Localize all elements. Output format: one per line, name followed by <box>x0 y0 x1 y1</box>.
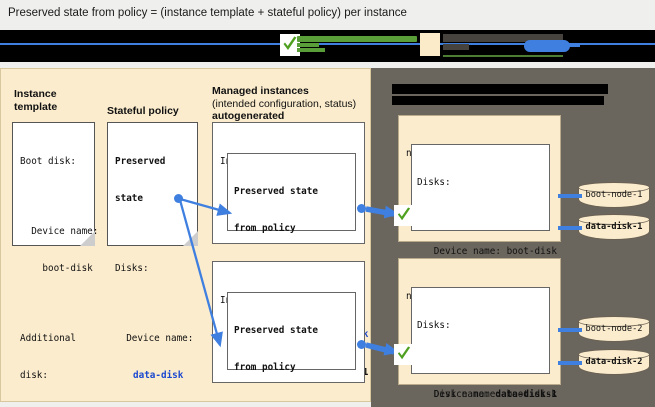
disk-cylinder-data-disk-2: data-disk-2 <box>578 349 650 377</box>
legend-blue-pill-tail <box>560 43 580 47</box>
check-badge-node-1 <box>394 205 414 226</box>
managed-instances-heading-line2: (intended configuration, status) <box>212 97 357 110</box>
stateful-policy-card: Preserved state Disks: Device name: data… <box>107 122 198 381</box>
rn1-data-disk-label: Disk name: <box>417 389 496 401</box>
note-fold-corner <box>183 231 198 246</box>
legend-check-icon <box>280 34 300 56</box>
disk-label-boot-node-1: boot-node-1 <box>585 190 643 200</box>
sp-device-name-label: Device name: <box>115 333 194 345</box>
disk-label-data-disk-2: data-disk-2 <box>585 357 643 367</box>
right-panel-heading-redacted-2 <box>392 96 604 105</box>
rn2-boot-device-value: boot-disk <box>506 388 557 400</box>
legend-green-bar-2 <box>297 43 319 47</box>
note-fold-corner <box>80 231 95 246</box>
stateful-policy-heading: Stateful policy <box>107 105 179 117</box>
check-badge-node-2 <box>394 344 414 365</box>
legend-green-bar-1 <box>297 36 417 42</box>
right-node-1-disks-box: Disks: Device name: boot-disk Disk name:… <box>411 144 557 400</box>
right-panel-heading-redacted-1 <box>392 84 608 94</box>
rn1-data-disk-value: data-disk-1 <box>495 389 557 401</box>
legend-redacted-text-2 <box>443 44 469 50</box>
disk-cylinder-boot-node-1: boot-node-1 <box>578 182 650 210</box>
right-node-2: node-2 Disks: Device name: boot-disk Dis… <box>398 258 561 400</box>
disk-cylinder-data-disk-1: data-disk-1 <box>578 214 650 242</box>
wire-node1-boot <box>558 194 582 198</box>
legend-band <box>0 30 655 62</box>
it-line-boot-disk-value: boot-disk <box>20 263 93 275</box>
sp-title-line2: state <box>115 193 143 205</box>
mi2-preserved-line1: Preserved state <box>234 324 318 336</box>
dot-managed-node-2-source <box>357 340 366 349</box>
page-title: Preserved state from policy = (instance … <box>8 7 407 19</box>
managed-instance-node-1: Instance: node-1 Preserved state from po… <box>212 122 368 378</box>
legend-cream-swatch <box>420 33 440 56</box>
managed-instances-heading: Managed instances (intended configuratio… <box>212 85 367 123</box>
managed-instance-1-inner: Preserved state from policy Disks: Devic… <box>227 153 368 378</box>
rn1-boot-device-label: Device name: <box>417 245 507 257</box>
rn2-boot-device-label: Device name: <box>417 388 507 400</box>
it-line-disk: disk: <box>20 370 48 382</box>
sp-data-disk-value: data-disk <box>133 370 184 382</box>
mi1-preserved-line1: Preserved state <box>234 185 318 197</box>
legend-blue-rule <box>0 43 655 45</box>
dot-stateful-policy-source <box>174 194 183 203</box>
rn2-disks-label: Disks: <box>417 319 451 331</box>
mi1-preserved-line2: from policy <box>234 223 296 235</box>
it-line-boot-disk: Boot disk: <box>20 155 76 167</box>
rn1-disks-label: Disks: <box>417 176 451 188</box>
legend-green-rule <box>443 55 563 57</box>
disk-label-boot-node-2: boot-node-2 <box>585 324 643 334</box>
wire-node1-data <box>558 226 582 230</box>
it-line-device-name-label: Device name: <box>20 225 99 237</box>
disk-label-data-disk-1: data-disk-1 <box>585 222 643 232</box>
wire-node2-data <box>558 361 582 365</box>
instance-template-heading: Instance template <box>14 88 58 113</box>
wire-node2-boot <box>558 328 582 332</box>
right-node-1: node-1 Disks: Device name: boot-disk Dis… <box>398 115 561 400</box>
right-node-2-disks-box: Disks: Device name: boot-disk Disk name:… <box>411 287 557 400</box>
disk-cylinder-boot-node-2: boot-node-2 <box>578 316 650 344</box>
managed-instances-heading-line1: Managed instances <box>212 85 309 97</box>
dot-managed-node-1-source <box>357 204 366 213</box>
legend-redacted-text-1 <box>443 34 563 42</box>
mi2-preserved-line2: from policy <box>234 362 296 374</box>
instance-template-card: Boot disk: Device name: boot-disk Additi… <box>12 122 99 381</box>
managed-instance-node-2: Instance: node-2 Preserved state from po… <box>212 261 365 383</box>
legend-green-bar-3 <box>297 48 325 52</box>
managed-instance-2-inner: Preserved state from policy Disks: Devic… <box>227 292 356 373</box>
it-line-additional: Additional <box>20 333 76 345</box>
managed-instances-heading-line3: autogenerated <box>212 110 285 122</box>
sp-title-line1: Preserved <box>115 155 166 167</box>
rn1-boot-device-value: boot-disk <box>506 245 557 257</box>
sp-disks-label: Disks: <box>115 263 149 275</box>
legend-blue-pill <box>524 40 570 52</box>
